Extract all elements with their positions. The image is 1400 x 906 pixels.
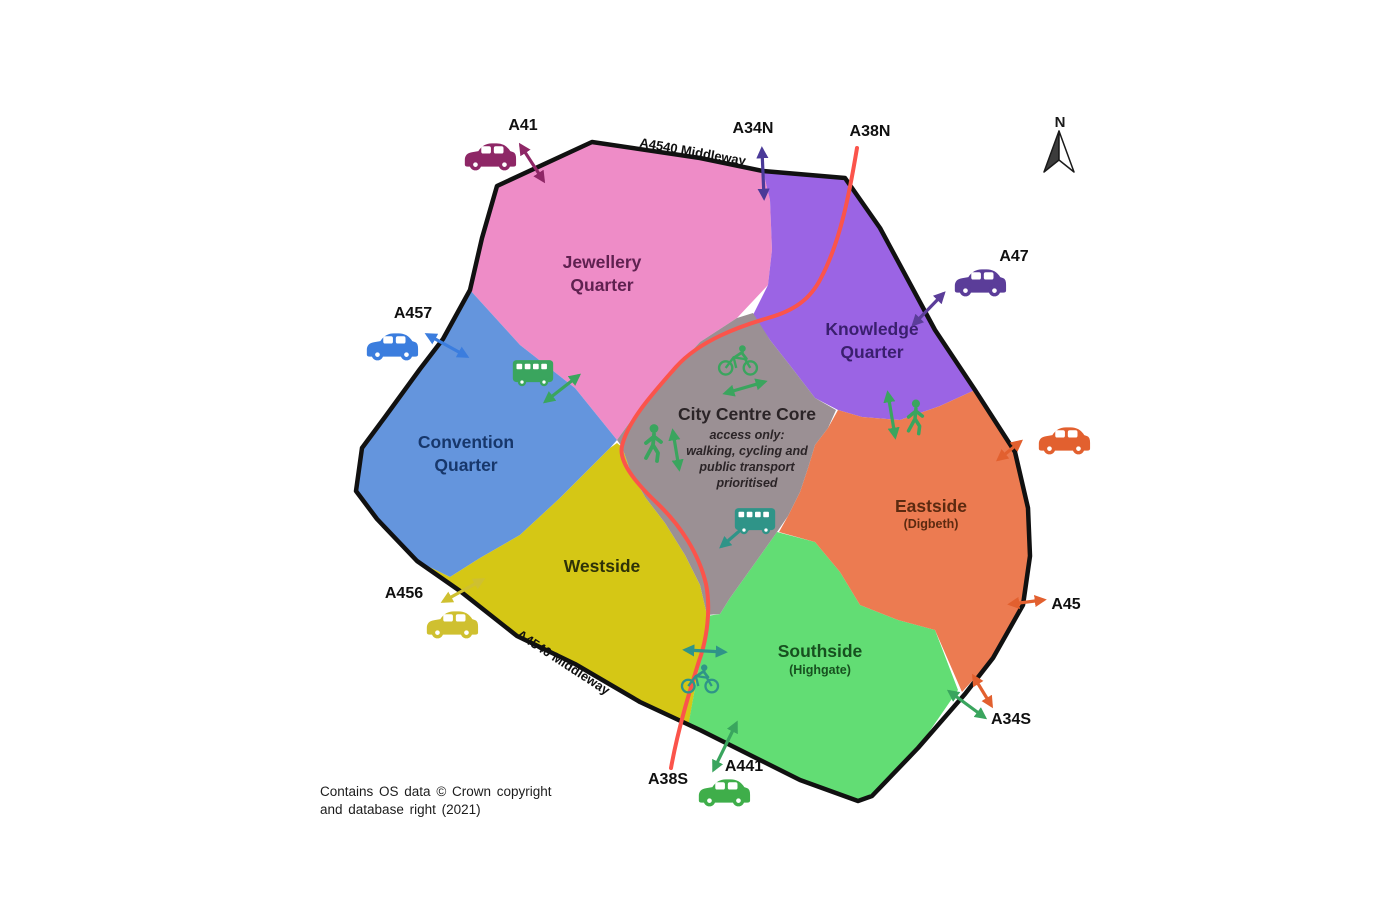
road-label-a47: A47 bbox=[999, 248, 1028, 265]
car-icon-a457 bbox=[366, 333, 419, 361]
road-label-a457: A457 bbox=[394, 305, 432, 322]
car-icon-eastside bbox=[1038, 427, 1091, 455]
car-icon-a441 bbox=[698, 779, 751, 807]
jewellery-quarter-label-line2: Quarter bbox=[570, 275, 633, 295]
eastside-label: Eastside bbox=[895, 496, 967, 516]
region-convention-quarter bbox=[356, 290, 617, 577]
copyright-notice: Contains OS data © Crown copyright and d… bbox=[320, 784, 552, 817]
north-arrow-icon: N bbox=[1043, 114, 1075, 173]
city-centre-core-title: City Centre Core bbox=[678, 404, 816, 424]
arrow-ped-knowledge bbox=[883, 390, 900, 440]
car-icon-a41 bbox=[464, 143, 517, 171]
ring-road-boundary bbox=[353, 139, 1033, 804]
arrow-a45 bbox=[1007, 594, 1047, 610]
north-arrow-right-half bbox=[1058, 130, 1075, 173]
southside-label: Southside bbox=[778, 641, 863, 661]
car-icon-a47 bbox=[954, 269, 1007, 297]
arrow-a34s-green bbox=[946, 689, 988, 720]
jewellery-quarter-label-line1: Jewellery bbox=[563, 252, 642, 272]
knowledge-quarter-label-line2: Quarter bbox=[840, 342, 903, 362]
arrow-cyclist-core bbox=[722, 378, 768, 397]
region-city-centre-core bbox=[617, 313, 836, 615]
road-label-a456: A456 bbox=[385, 585, 423, 602]
north-arrow-left-half bbox=[1043, 130, 1060, 173]
arrow-ped-core bbox=[668, 428, 684, 472]
region-westside bbox=[417, 443, 707, 728]
arrow-a34n bbox=[756, 146, 770, 201]
copyright-line-1: Contains OS data © Crown copyright bbox=[320, 784, 552, 799]
a38-route-line bbox=[619, 146, 859, 770]
convention-quarter-label-line1: Convention bbox=[418, 432, 514, 452]
arrow-a47 bbox=[911, 291, 946, 327]
region-jewellery-quarter bbox=[470, 142, 772, 440]
arrow-bus-boundary bbox=[542, 373, 582, 404]
westside-label: Westside bbox=[564, 556, 641, 576]
region-knowledge-quarter bbox=[753, 171, 975, 420]
core-subtitle-line-1: access only: bbox=[709, 428, 784, 442]
region-southside bbox=[688, 532, 958, 801]
convention-quarter-label-line2: Quarter bbox=[434, 455, 497, 475]
road-label-a38n: A38N bbox=[850, 123, 891, 140]
road-label-a34n: A34N bbox=[733, 120, 774, 137]
road-label-a45: A45 bbox=[1051, 596, 1080, 613]
knowledge-quarter-label-line1: Knowledge bbox=[825, 319, 919, 339]
core-subtitle-line-4: prioritised bbox=[715, 476, 777, 490]
arrow-a457 bbox=[424, 333, 470, 358]
north-indicator-letter: N bbox=[1055, 114, 1066, 131]
road-label-a34s: A34S bbox=[991, 711, 1031, 728]
arrow-a456 bbox=[440, 578, 486, 603]
core-subtitle-line-2: walking, cycling and bbox=[686, 444, 808, 458]
road-label-a38s: A38S bbox=[648, 771, 688, 788]
southside-sublabel: (Highgate) bbox=[789, 663, 851, 677]
arrow-a41 bbox=[518, 142, 546, 184]
region-labels: Jewellery Quarter Knowledge Quarter Conv… bbox=[418, 252, 967, 677]
car-icon-a456 bbox=[426, 611, 479, 639]
arrow-a34s-orange bbox=[972, 673, 993, 709]
arrow-car-eastside bbox=[996, 439, 1023, 462]
road-label-a41: A41 bbox=[508, 117, 537, 134]
arrow-cyclist-south bbox=[682, 644, 728, 658]
region-eastside bbox=[779, 390, 1030, 692]
copyright-line-2: and database right (2021) bbox=[320, 802, 481, 817]
road-label-a441: A441 bbox=[725, 758, 763, 775]
eastside-sublabel: (Digbeth) bbox=[904, 517, 959, 531]
arrow-a441 bbox=[712, 720, 738, 773]
road-labels: A41 A34N A38N A47 A457 A456 A45 A34S A44… bbox=[385, 117, 1081, 788]
core-subtitle-line-3: public transport bbox=[698, 460, 795, 474]
